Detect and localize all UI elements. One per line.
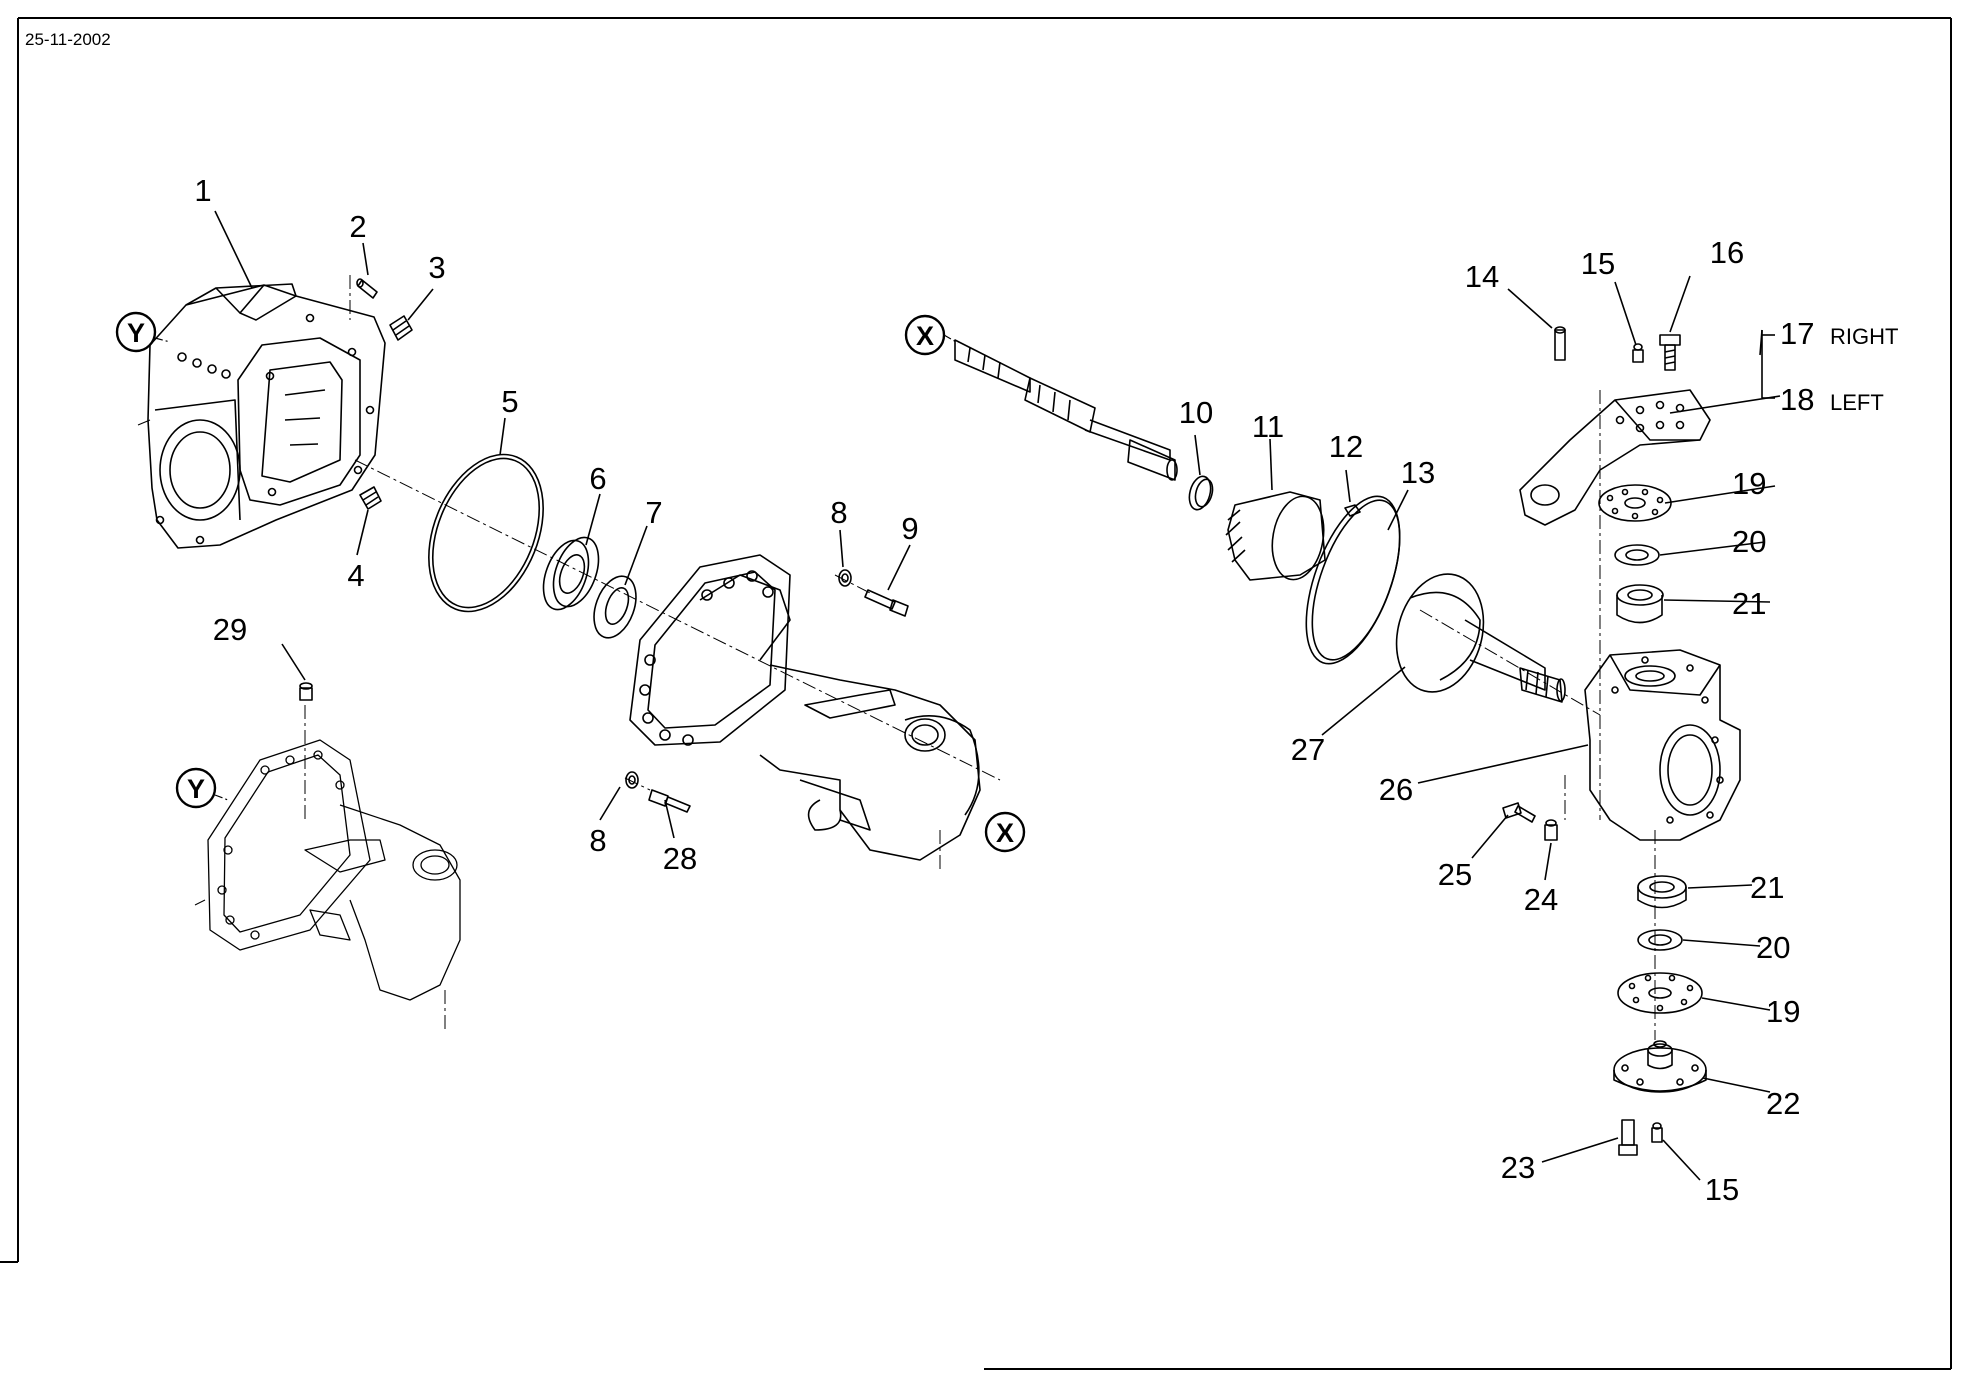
callout-7: 7: [645, 495, 662, 530]
part-22-pivot: [1613, 1040, 1707, 1093]
part-24-nipple: [1544, 819, 1558, 841]
part-13-band: [1305, 495, 1401, 665]
drive-shaft: [954, 339, 1178, 481]
center-lines: [137, 275, 1656, 1040]
svg-text:Y: Y: [187, 774, 205, 804]
callout-18: 18: [1780, 382, 1814, 417]
axle-housing-center: [629, 554, 981, 861]
part-8-washer-lower: [625, 771, 639, 789]
x-marker-bottom: X: [984, 811, 1026, 853]
part-26-knuckle: [1584, 649, 1741, 841]
callout-11: 11: [1252, 409, 1284, 444]
callout-17: 17: [1780, 316, 1814, 351]
part-21-bearing-lower: [1637, 875, 1687, 909]
callout-27: 27: [1291, 732, 1325, 767]
callout-14: 14: [1465, 259, 1499, 294]
part-21-bearing-upper: [1616, 584, 1664, 624]
callout-4: 4: [347, 558, 364, 593]
callout-19-lower: 19: [1766, 994, 1800, 1029]
callout-8-lower: 8: [589, 823, 606, 858]
part-7-washer: [593, 575, 637, 639]
callout-25: 25: [1438, 857, 1472, 892]
svg-text:X: X: [916, 321, 934, 351]
axle-housing-alternate: [207, 739, 461, 1001]
bracket-17-18: [1761, 330, 1775, 399]
part-20-seal-lower: [1637, 929, 1683, 951]
label-left: LEFT: [1830, 390, 1884, 415]
callout-5: 5: [501, 384, 518, 419]
callout-13: 13: [1401, 455, 1435, 490]
y-marker-top: Y: [115, 311, 171, 353]
svg-text:Y: Y: [127, 318, 145, 348]
callout-16: 16: [1710, 235, 1744, 270]
callout-6: 6: [589, 461, 606, 496]
svg-text:X: X: [996, 818, 1014, 848]
part-4-plug: [359, 486, 382, 510]
callout-19-upper: 19: [1732, 466, 1766, 501]
callout-10: 10: [1179, 395, 1213, 430]
callout-28: 28: [663, 841, 697, 876]
callout-22: 22: [1766, 1086, 1800, 1121]
part-19-shim-lower: [1617, 972, 1703, 1014]
part-9-bolt: [864, 589, 909, 617]
callout-21-lower: 21: [1750, 870, 1784, 905]
y-marker-bottom: Y: [175, 767, 229, 809]
part-10-clamp: [1188, 475, 1214, 511]
callout-20-lower: 20: [1756, 930, 1790, 965]
part-5-oring: [428, 453, 544, 613]
callout-26: 26: [1379, 772, 1413, 807]
part-27-cv-joint: [1395, 573, 1566, 703]
callout-15-lower: 15: [1705, 1172, 1739, 1207]
part-8-washer-upper: [838, 569, 852, 587]
callout-29: 29: [213, 612, 247, 647]
part-25-bolt: [1502, 802, 1536, 823]
part-15-nipple-lower: [1651, 1122, 1663, 1143]
callout-8-upper: 8: [830, 495, 847, 530]
part-28-bolt: [648, 789, 691, 813]
part-15-nipple-upper: [1632, 343, 1644, 363]
part-6-bearing: [542, 536, 600, 611]
label-right: RIGHT: [1830, 324, 1898, 349]
page-border: [0, 17, 1952, 1370]
part-20-seal-upper: [1614, 544, 1660, 566]
part-29-nipple: [299, 682, 313, 701]
callout-21-upper: 21: [1732, 586, 1766, 621]
part-17-18-steering-arm: [1519, 389, 1711, 526]
callout-15-upper: 15: [1581, 246, 1615, 281]
leader-lines: [214, 210, 1781, 1181]
part-2-pin: [356, 278, 378, 299]
part-14-pin: [1554, 326, 1566, 361]
callout-labels: 1 2 3 4 5 6 7 8 9 8 28 29 10 11 12 13 14…: [194, 173, 1898, 1207]
date-label: 25-11-2002: [25, 30, 111, 49]
callout-24: 24: [1524, 882, 1558, 917]
callout-23: 23: [1501, 1150, 1535, 1185]
part-11-boot: [1225, 491, 1326, 581]
callout-12: 12: [1329, 429, 1363, 464]
callout-2: 2: [349, 209, 366, 244]
part-1-housing: [147, 283, 386, 549]
callout-3: 3: [428, 250, 445, 285]
part-23-bolt: [1618, 1119, 1638, 1156]
callout-20-upper: 20: [1732, 524, 1766, 559]
part-16-bolt: [1659, 334, 1681, 371]
callout-9: 9: [901, 511, 918, 546]
callout-1: 1: [194, 173, 211, 208]
part-19-shim-upper: [1598, 484, 1672, 522]
part-3-plug: [389, 315, 413, 341]
x-marker-top: X: [904, 314, 959, 356]
